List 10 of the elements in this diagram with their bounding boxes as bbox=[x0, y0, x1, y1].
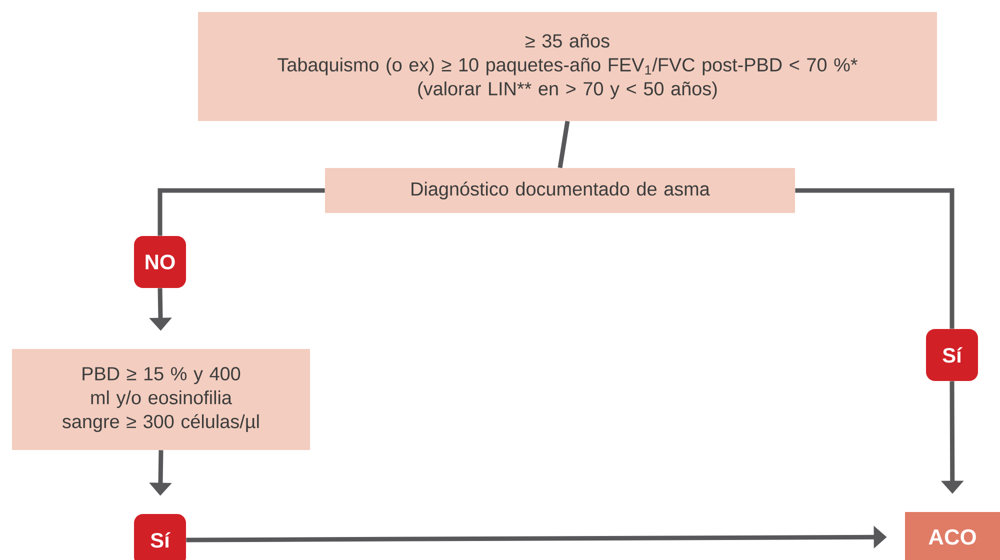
connector-line bbox=[558, 120, 570, 168]
answer-badge: Sí bbox=[926, 329, 978, 381]
result-box: ACO bbox=[905, 512, 1000, 560]
answer-badge: NO bbox=[134, 236, 186, 288]
process-box: PBD ≥ 15 % y 400 ml y/o eosinofilia sangre ≥ 300 células/µl bbox=[12, 349, 310, 450]
process-box: ≥ 35 años Tabaquismo (o ex) ≥ 10 paquetes-año FEV$_{1}$/FVC post-PBD < 70 %* (valorar LIN** en > 70 y < 50 años) bbox=[198, 12, 937, 121]
answer-badge: Sí bbox=[134, 514, 186, 560]
process-box: Diagnóstico documentado de asma bbox=[325, 168, 795, 213]
connector-line bbox=[795, 188, 954, 329]
connector-line bbox=[158, 188, 325, 236]
